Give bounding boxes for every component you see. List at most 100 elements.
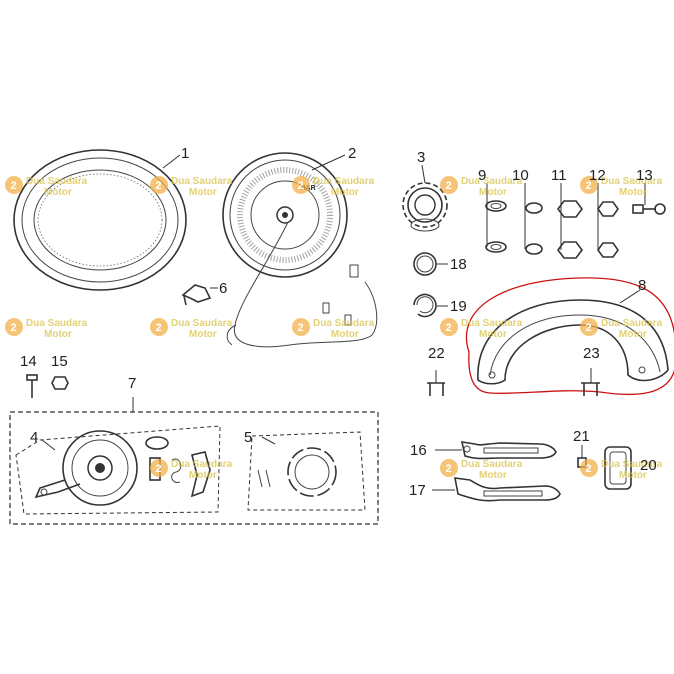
watermark-line1: Dua Saudara — [26, 318, 88, 329]
callout-20: 20 — [640, 457, 657, 474]
watermark-line2: Motor — [479, 187, 507, 198]
watermark-digit: 2 — [156, 322, 162, 334]
nut-part — [557, 200, 583, 259]
adjuster-bolt-part — [632, 203, 666, 215]
watermark-badge — [292, 318, 310, 336]
watermark-line2: Motor — [619, 470, 647, 481]
callout-12: 12 — [589, 167, 606, 184]
flange-nut-part — [597, 201, 619, 258]
watermark-digit: 2 — [446, 322, 452, 334]
callout-14: 14 — [20, 353, 37, 370]
callout-18: 18 — [450, 256, 467, 273]
watermark-line2: Motor — [331, 329, 359, 340]
lock-washer-part — [525, 202, 543, 255]
watermark-line2: Motor — [189, 470, 217, 481]
watermark-line1: Dua Saudara — [461, 459, 523, 470]
watermark-line2: Motor — [44, 187, 72, 198]
watermark-badge — [5, 176, 23, 194]
callout-17: 17 — [409, 482, 426, 499]
watermark-digit: 2 — [586, 322, 592, 334]
watermark-line2: Motor — [619, 329, 647, 340]
watermark-digit: 2 — [156, 463, 162, 475]
callout-3: 3 — [417, 149, 425, 166]
callout-11: 11 — [551, 167, 567, 184]
watermark-line2: Motor — [189, 329, 217, 340]
bracket-upper-part — [460, 441, 557, 460]
watermark-digit: 2 — [446, 463, 452, 475]
watermark-digit: 2 — [156, 180, 162, 192]
watermark-line1: Dua Saudara — [601, 318, 663, 329]
callout-19: 19 — [450, 298, 467, 315]
callout-2: 2 — [348, 145, 356, 162]
watermark-badge — [150, 459, 168, 477]
callout-9: 9 — [478, 167, 486, 184]
screw-set-23 — [581, 368, 600, 396]
watermark-line1: Dua Saudara — [461, 176, 523, 187]
watermark-line2: Motor — [479, 470, 507, 481]
watermark-line2: Motor — [44, 329, 72, 340]
watermark-line2: Motor — [331, 187, 359, 198]
reflector-part — [604, 446, 632, 490]
watermark-line1: Dua Saudara — [26, 176, 88, 187]
watermark-badge — [150, 176, 168, 194]
callout-15: 15 — [51, 353, 68, 370]
watermark-badge — [292, 176, 310, 194]
watermark-line2: Motor — [479, 329, 507, 340]
watermark-digit: 2 — [586, 180, 592, 192]
watermark-line1: Dua Saudara — [313, 176, 375, 187]
washer-part — [485, 200, 507, 253]
watermark-digit: 2 — [11, 322, 17, 334]
screw-set-22 — [427, 370, 445, 396]
valve-part — [181, 284, 212, 306]
callout-13: 13 — [636, 167, 653, 184]
callout-6: 6 — [219, 280, 227, 297]
bracket-lower-part — [454, 477, 561, 502]
watermark-digit: 2 — [446, 180, 452, 192]
callout-7: 7 — [128, 375, 136, 392]
watermark-badge — [440, 459, 458, 477]
snap-ring-part — [413, 252, 437, 276]
sprocket-part — [402, 182, 448, 232]
watermark-line1: Dua Saudara — [601, 176, 663, 187]
callout-22: 22 — [428, 345, 445, 362]
watermark-line1: Dua Saudara — [171, 176, 233, 187]
callout-1: 1 — [181, 145, 189, 162]
brake-small-parts — [145, 436, 211, 498]
callout-10: 10 — [512, 167, 529, 184]
callout-16: 16 — [410, 442, 427, 459]
watermark-digit: 2 — [11, 180, 17, 192]
watermark-badge — [580, 318, 598, 336]
tire-part — [13, 149, 187, 291]
callout-5: 5 — [244, 429, 252, 446]
watermark-badge — [580, 459, 598, 477]
brake-panel-part — [34, 430, 138, 506]
small-nut-part — [51, 376, 69, 390]
circlip-part — [413, 293, 437, 318]
bolt-part — [26, 374, 38, 398]
rear-fender-part — [477, 299, 669, 385]
watermark-badge — [150, 318, 168, 336]
watermark-badge — [440, 318, 458, 336]
watermark-badge — [5, 318, 23, 336]
callout-4: 4 — [30, 429, 38, 446]
watermark-line1: Dua Saudara — [171, 318, 233, 329]
callout-8: 8 — [638, 277, 646, 294]
watermark-line1: Dua Saudara — [171, 459, 233, 470]
watermark-line2: Motor — [619, 187, 647, 198]
watermark-line1: Dua Saudara — [313, 318, 375, 329]
watermark-badge — [440, 176, 458, 194]
